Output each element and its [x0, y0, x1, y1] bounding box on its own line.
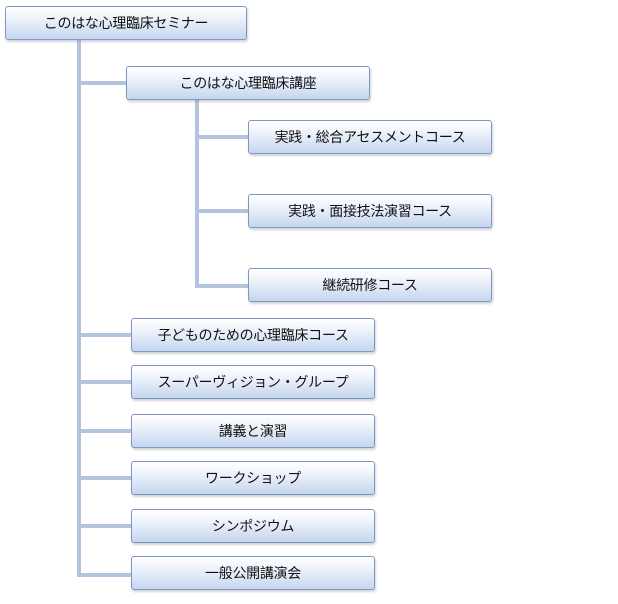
- course-node-continuing: 継続研修コース: [248, 268, 492, 302]
- course-node-interview: 実践・面接技法演習コース: [248, 194, 492, 228]
- program-node-supervision: スーパーヴィジョン・グループ: [131, 365, 375, 399]
- connector-course-child-3: [195, 284, 249, 288]
- program-node-lecture-public: 一般公開講演会: [131, 556, 375, 590]
- connector-course-trunk: [195, 99, 199, 287]
- connector-program-1: [77, 333, 132, 337]
- connector-program-2: [77, 380, 132, 384]
- connector-program-5: [77, 524, 132, 528]
- connector-course-child-1: [195, 135, 249, 139]
- program-node-children: 子どものための心理臨床コース: [131, 318, 375, 352]
- root-node: このはな心理臨床セミナー: [5, 6, 247, 40]
- connector-course-group: [77, 81, 127, 85]
- course-node-assessment: 実践・総合アセスメントコース: [248, 120, 492, 154]
- program-node-workshop: ワークショップ: [131, 461, 375, 495]
- connector-program-6: [77, 573, 132, 577]
- connector-course-child-2: [195, 209, 249, 213]
- program-node-lecture: 講義と演習: [131, 414, 375, 448]
- course-group-node: このはな心理臨床講座: [126, 66, 370, 100]
- program-node-symposium: シンポジウム: [131, 509, 375, 543]
- connector-program-4: [77, 476, 132, 480]
- connector-program-3: [77, 429, 132, 433]
- connector-root-trunk: [77, 39, 81, 577]
